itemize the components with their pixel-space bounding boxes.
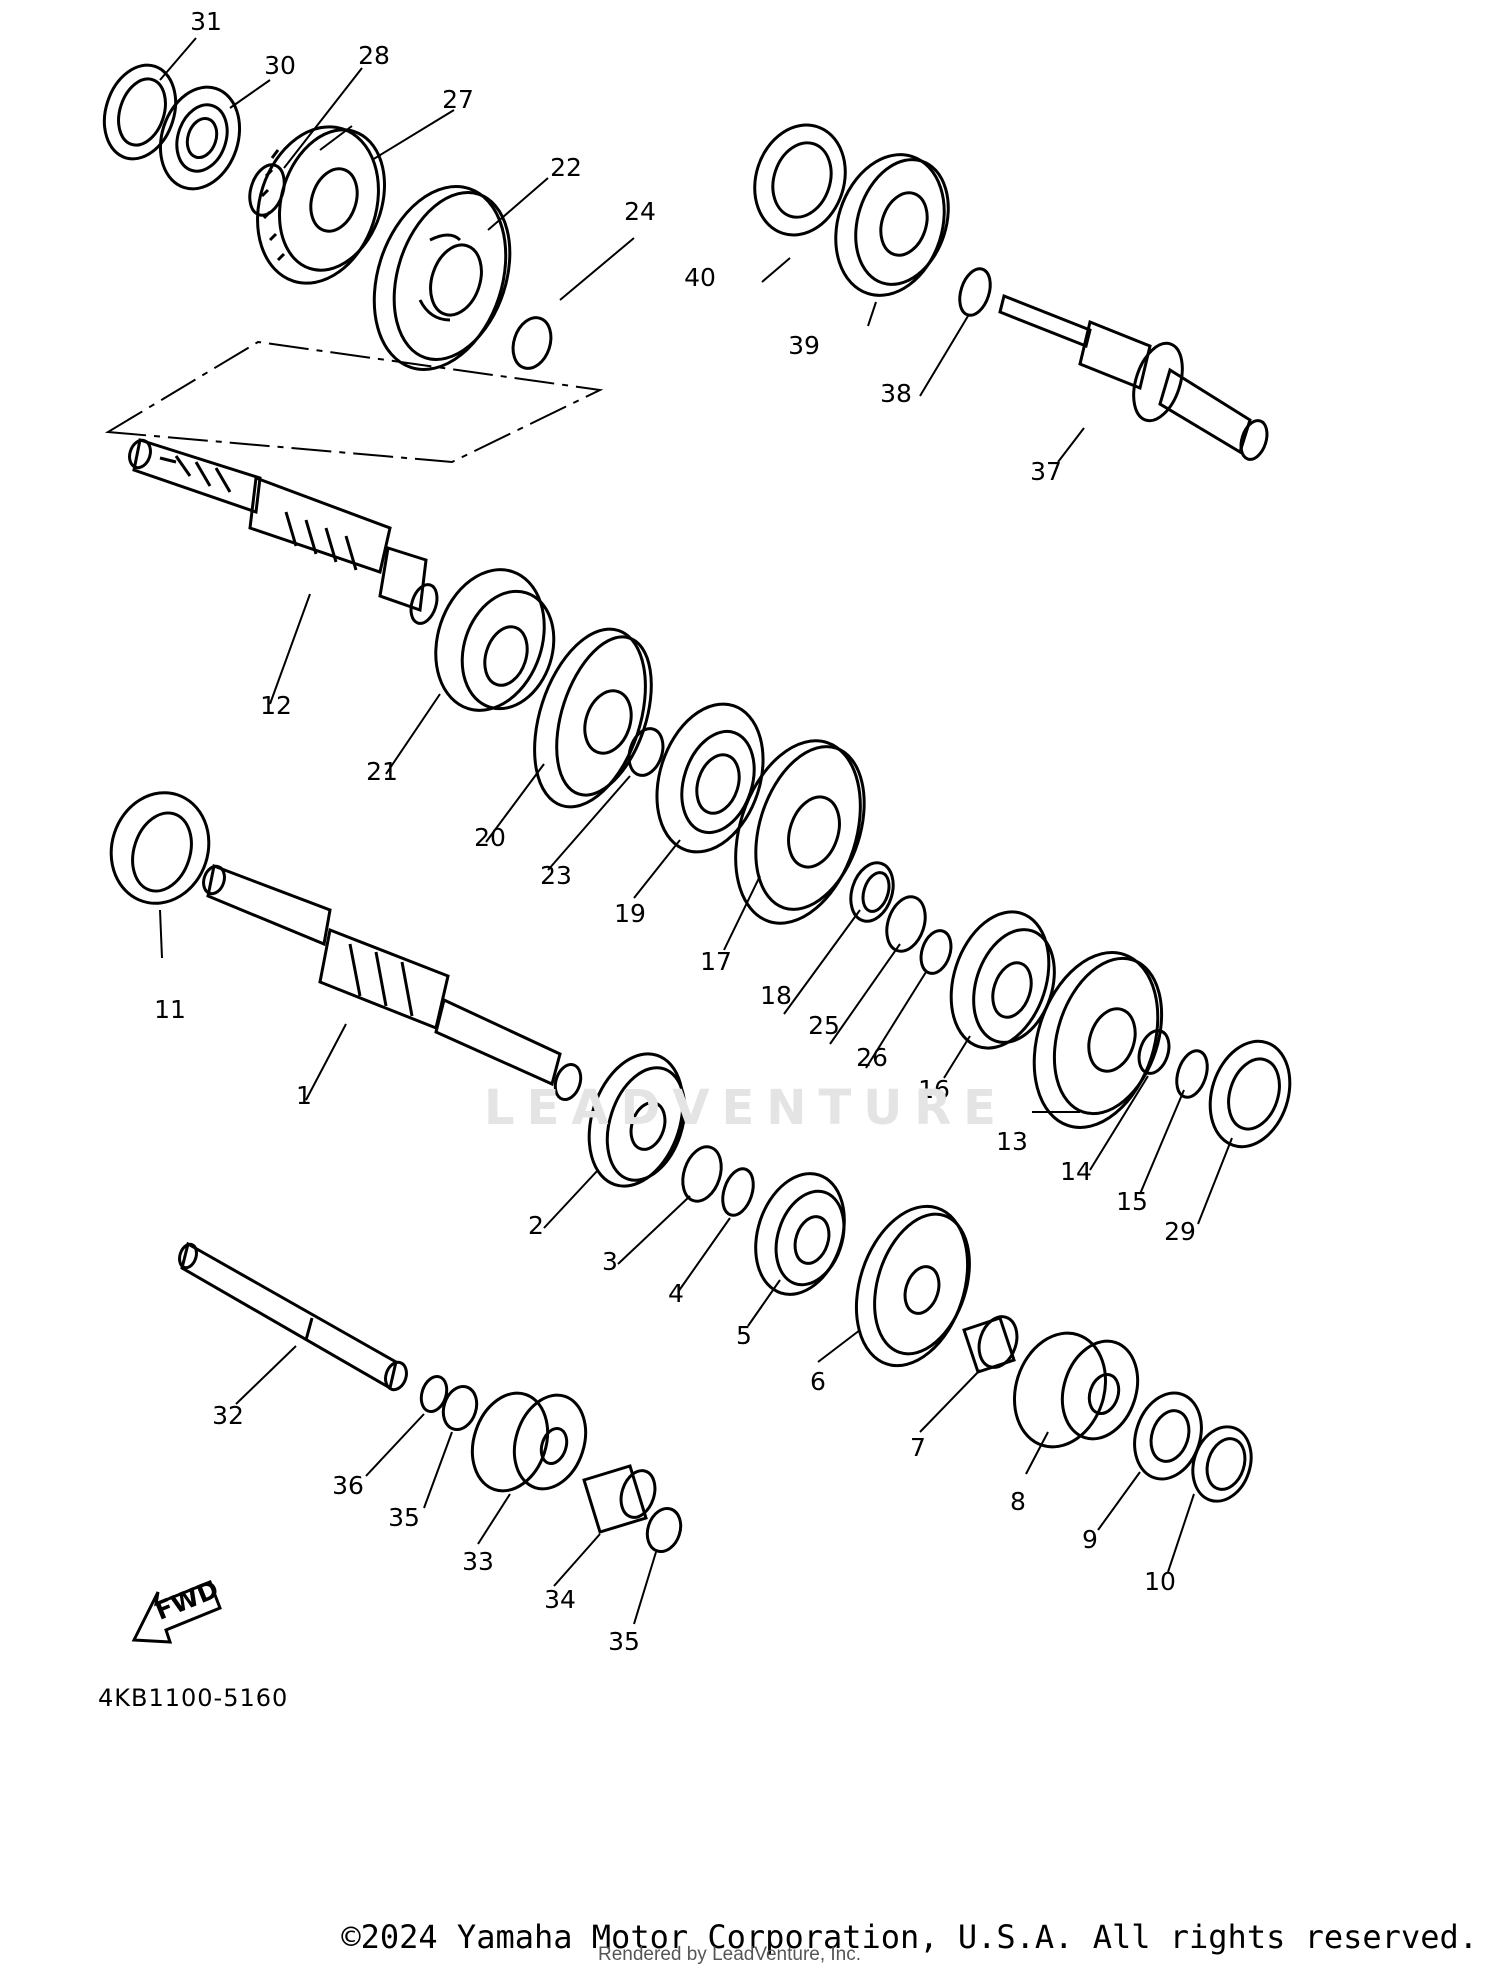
part-32-shaft <box>178 1241 408 1392</box>
part-4-circlip <box>721 1167 755 1217</box>
part-33-gear <box>470 1391 588 1493</box>
part-38-circlip <box>958 267 992 317</box>
part-5-gear <box>754 1172 846 1296</box>
part-15-circlip <box>1175 1049 1209 1099</box>
callout-13: 13 <box>996 1127 1028 1156</box>
fwd-arrow-icon <box>131 1580 222 1644</box>
callout-37: 37 <box>1030 457 1062 486</box>
callout-27: 27 <box>442 85 474 114</box>
callout-31: 31 <box>190 7 222 36</box>
callout-34: 34 <box>544 1585 576 1614</box>
callout-2: 2 <box>528 1211 544 1240</box>
part-14-washer <box>1137 1029 1171 1075</box>
copyright-notice: ©2024 Yamaha Motor Corporation, U.S.A. A… <box>341 1918 1478 1956</box>
callout-32: 32 <box>212 1401 244 1430</box>
fwd-label: FWD <box>151 1574 223 1625</box>
callout-24: 24 <box>624 197 656 226</box>
part-11-bearing <box>109 791 211 905</box>
part-9-bearing <box>1133 1391 1203 1481</box>
part-2-gear <box>587 1052 687 1188</box>
part-1-drive-shaft <box>202 863 583 1102</box>
part-39-gear <box>834 153 950 297</box>
callout-25: 25 <box>808 1011 840 1040</box>
part-21-gear <box>434 568 556 712</box>
part-40-bearing <box>753 123 847 237</box>
callout-29: 29 <box>1164 1217 1196 1246</box>
callout-33: 33 <box>462 1547 494 1576</box>
callout-14: 14 <box>1060 1157 1092 1186</box>
part-24-circlip <box>511 316 553 370</box>
callout-11: 11 <box>154 995 186 1024</box>
callout-9: 9 <box>1082 1525 1098 1554</box>
callout-18: 18 <box>760 981 792 1010</box>
part-7-bushing <box>962 1315 1019 1374</box>
rendered-by: Rendered by LeadVenture, Inc. <box>598 1944 862 1965</box>
callout-17: 17 <box>700 947 732 976</box>
callout-16: 16 <box>918 1075 950 1104</box>
callout-39: 39 <box>788 331 820 360</box>
part-27-gear <box>256 125 387 285</box>
callout-7: 7 <box>910 1433 926 1462</box>
part-16-gear <box>949 910 1056 1050</box>
callout-15: 15 <box>1116 1187 1148 1216</box>
part-26-circlip <box>919 929 953 975</box>
part-31-oil-seal <box>102 63 178 161</box>
part-8-gear <box>1012 1331 1140 1449</box>
part-12-main-shaft <box>128 438 439 625</box>
part-10-bearing <box>1191 1425 1253 1503</box>
callout-30: 30 <box>264 51 296 80</box>
part-20-gear <box>533 627 653 809</box>
callout-8: 8 <box>1010 1487 1026 1516</box>
callout-3: 3 <box>602 1247 618 1276</box>
model-code: 4KB1100-5160 <box>98 1684 289 1712</box>
callout-21: 21 <box>366 757 398 786</box>
part-37-shaft <box>998 293 1269 461</box>
part-29-bearing <box>1208 1039 1292 1149</box>
part-35-washer-lower <box>645 1507 683 1553</box>
part-6-gear <box>854 1204 971 1368</box>
part-23-circlip <box>627 727 665 777</box>
callout-4: 4 <box>668 1279 684 1308</box>
part-13-gear <box>1032 951 1164 1129</box>
callout-5: 5 <box>736 1321 752 1350</box>
part-17-gear <box>734 739 866 925</box>
callout-19: 19 <box>614 899 646 928</box>
part-30-bearing <box>158 85 242 191</box>
part-25-washer <box>885 895 927 953</box>
callout-35-1: 35 <box>388 1503 420 1532</box>
callout-20: 20 <box>474 823 506 852</box>
callout-28: 28 <box>358 41 390 70</box>
callout-22: 22 <box>550 153 582 182</box>
part-22-gear <box>372 185 512 371</box>
part-3-washer <box>681 1145 723 1203</box>
part-34-bushing <box>582 1464 657 1534</box>
part-36-circlip <box>419 1374 449 1414</box>
callout-40: 40 <box>684 263 716 292</box>
callout-35-2: 35 <box>608 1627 640 1656</box>
callout-26: 26 <box>856 1043 888 1072</box>
callout-12: 12 <box>260 691 292 720</box>
part-18-bushing <box>849 861 895 923</box>
watermark: LEADVENTURE <box>484 1080 1008 1136</box>
callout-6: 6 <box>810 1367 826 1396</box>
callout-10: 10 <box>1144 1567 1176 1596</box>
part-35-washer-upper <box>441 1385 479 1431</box>
callout-23: 23 <box>540 861 572 890</box>
callout-1: 1 <box>296 1081 312 1110</box>
callout-38: 38 <box>880 379 912 408</box>
callout-36: 36 <box>332 1471 364 1500</box>
